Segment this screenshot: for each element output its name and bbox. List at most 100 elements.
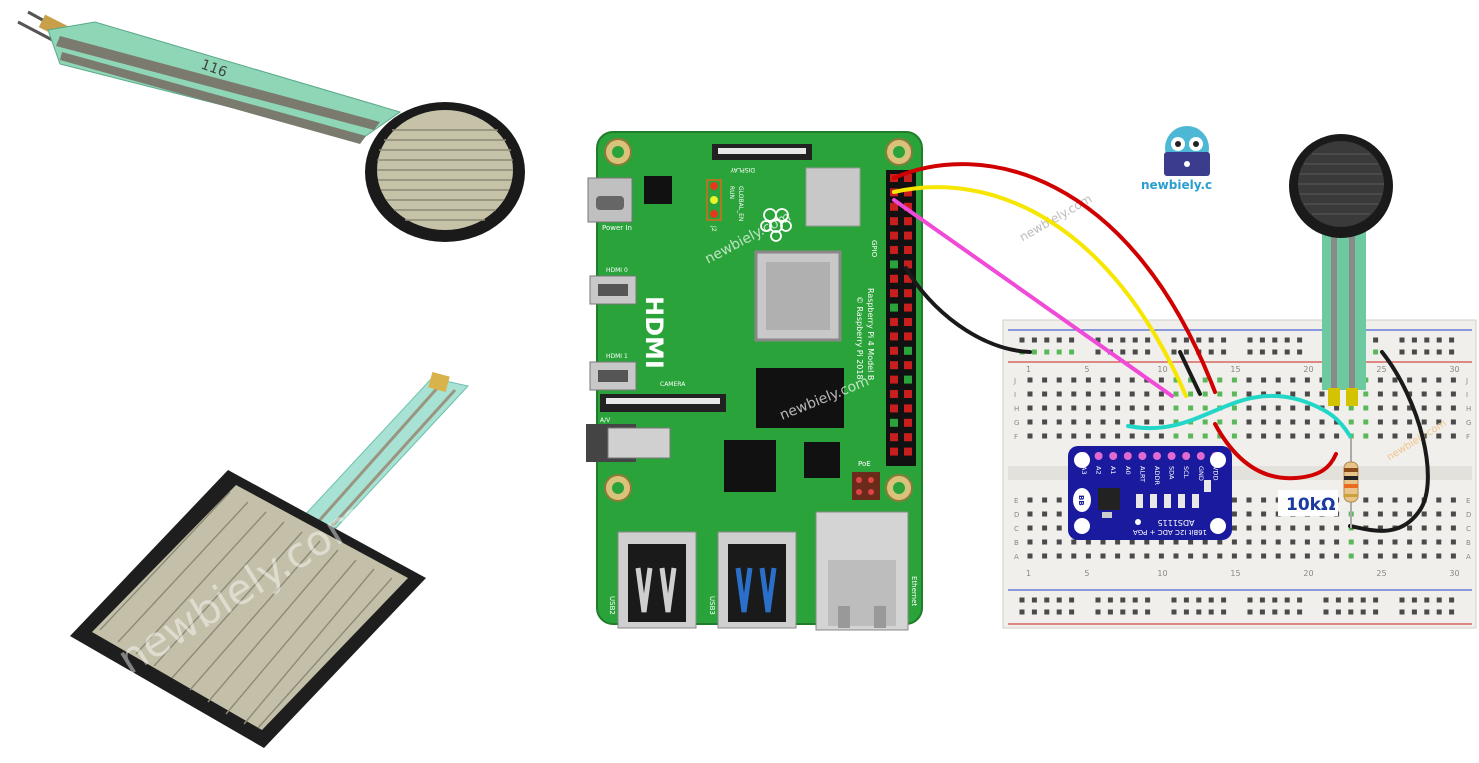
breadboard-hole bbox=[1421, 539, 1427, 545]
breadboard-hole bbox=[1085, 433, 1091, 439]
breadboard-hole bbox=[1319, 419, 1325, 425]
breadboard-hole bbox=[1027, 525, 1033, 531]
breadboard-hole bbox=[1411, 609, 1417, 615]
breadboard-hole bbox=[1348, 405, 1354, 411]
gpio-pin bbox=[904, 274, 912, 283]
breadboard-hole bbox=[1275, 553, 1281, 559]
breadboard-hole bbox=[1449, 597, 1455, 603]
breadboard-hole bbox=[1247, 349, 1253, 355]
breadboard-hole bbox=[1071, 405, 1077, 411]
breadboard-hole bbox=[1188, 553, 1194, 559]
breadboard-hole bbox=[1217, 377, 1223, 383]
breadboard-hole bbox=[1042, 377, 1048, 383]
breadboard-hole bbox=[1145, 337, 1151, 343]
breadboard-hole bbox=[1107, 597, 1113, 603]
breadboard-hole bbox=[1085, 405, 1091, 411]
ads1115-pin bbox=[1094, 452, 1103, 460]
breadboard-hole bbox=[1261, 539, 1267, 545]
breadboard-hole bbox=[1217, 419, 1223, 425]
breadboard-hole bbox=[1261, 553, 1267, 559]
breadboard-hole bbox=[1284, 609, 1290, 615]
breadboard-hole bbox=[1424, 349, 1430, 355]
breadboard-hole bbox=[1042, 553, 1048, 559]
breadboard-row-letter: F bbox=[1466, 433, 1470, 441]
breadboard-hole bbox=[1290, 433, 1296, 439]
breadboard-hole bbox=[1056, 497, 1062, 503]
breadboard-hole bbox=[1144, 419, 1150, 425]
breadboard-row-letter: J bbox=[1013, 377, 1016, 385]
breadboard-row-letter: D bbox=[1014, 511, 1019, 519]
breadboard-hole bbox=[1056, 419, 1062, 425]
breadboard-hole bbox=[1027, 377, 1033, 383]
breadboard-hole bbox=[1231, 377, 1237, 383]
gpio-pin bbox=[904, 260, 912, 269]
breadboard-hole bbox=[1436, 511, 1442, 517]
gpio-pin bbox=[904, 246, 912, 254]
ads1115-pin bbox=[1138, 452, 1147, 460]
breadboard-hole bbox=[1107, 609, 1113, 615]
breadboard-hole bbox=[1377, 511, 1383, 517]
breadboard-hole bbox=[1027, 553, 1033, 559]
breadboard-hole bbox=[1231, 525, 1237, 531]
breadboard-hole bbox=[1042, 391, 1048, 397]
breadboard-hole bbox=[1132, 597, 1138, 603]
gpio-pin bbox=[904, 447, 912, 456]
breadboard-hole bbox=[1363, 511, 1369, 517]
breadboard-hole bbox=[1319, 433, 1325, 439]
breadboard-row-letter: E bbox=[1014, 497, 1018, 505]
breadboard-hole bbox=[1202, 419, 1208, 425]
breadboard-hole bbox=[1158, 433, 1164, 439]
breadboard-column-number: 25 bbox=[1376, 365, 1386, 374]
breadboard-hole bbox=[1290, 539, 1296, 545]
av-label: A/V bbox=[600, 417, 611, 424]
breadboard-hole bbox=[1100, 419, 1106, 425]
breadboard-hole bbox=[1129, 539, 1135, 545]
breadboard-hole bbox=[1202, 539, 1208, 545]
breadboard-hole bbox=[1411, 349, 1417, 355]
breadboard-hole bbox=[1019, 609, 1025, 615]
breadboard-hole bbox=[1095, 597, 1101, 603]
breadboard-hole bbox=[1019, 337, 1025, 343]
breadboard-hole bbox=[1056, 349, 1062, 355]
breadboard-hole bbox=[1261, 405, 1267, 411]
breadboard-column-number: 5 bbox=[1084, 569, 1089, 578]
watermark-board-top: newbiely.com bbox=[1017, 191, 1094, 244]
breadboard-hole bbox=[1360, 609, 1366, 615]
breadboard-hole bbox=[1377, 497, 1383, 503]
breadboard-hole bbox=[1173, 433, 1179, 439]
breadboard-hole bbox=[1449, 349, 1455, 355]
breadboard-hole bbox=[1100, 391, 1106, 397]
breadboard-hole bbox=[1158, 539, 1164, 545]
breadboard-row-letter: G bbox=[1466, 419, 1471, 427]
breadboard-hole bbox=[1272, 597, 1278, 603]
wire-magenta bbox=[892, 198, 1174, 398]
breadboard-hole bbox=[1297, 609, 1303, 615]
ads1115-pin bbox=[1109, 452, 1118, 460]
breadboard-hole bbox=[1424, 609, 1430, 615]
breadboard-hole bbox=[1120, 349, 1126, 355]
led-run-label: RUN bbox=[728, 186, 735, 199]
breadboard-hole bbox=[1421, 511, 1427, 517]
breadboard-hole bbox=[1085, 539, 1091, 545]
breadboard-hole bbox=[1095, 337, 1101, 343]
breadboard-hole bbox=[1348, 609, 1354, 615]
breadboard-hole bbox=[1247, 609, 1253, 615]
resistor-label: 10kΩ bbox=[1286, 495, 1335, 515]
breadboard-hole bbox=[1044, 609, 1050, 615]
breadboard-hole bbox=[1304, 419, 1310, 425]
breadboard-hole bbox=[1436, 609, 1442, 615]
breadboard-column-number: 20 bbox=[1303, 569, 1313, 578]
breadboard-hole bbox=[1144, 405, 1150, 411]
breadboard-hole bbox=[1377, 377, 1383, 383]
wire-black-pi bbox=[904, 266, 1032, 354]
breadboard-hole bbox=[1261, 419, 1267, 425]
breadboard-row-letter: C bbox=[1466, 525, 1471, 533]
breadboard-hole bbox=[1071, 539, 1077, 545]
gpio-pin bbox=[890, 390, 898, 398]
breadboard-hole bbox=[1071, 433, 1077, 439]
breadboard-hole bbox=[1145, 349, 1151, 355]
gpio-pin bbox=[904, 202, 912, 211]
breadboard-hole bbox=[1042, 419, 1048, 425]
breadboard-hole bbox=[1095, 609, 1101, 615]
ads-title-line2: 16Bit I2C ADC + PGA bbox=[1133, 528, 1207, 536]
